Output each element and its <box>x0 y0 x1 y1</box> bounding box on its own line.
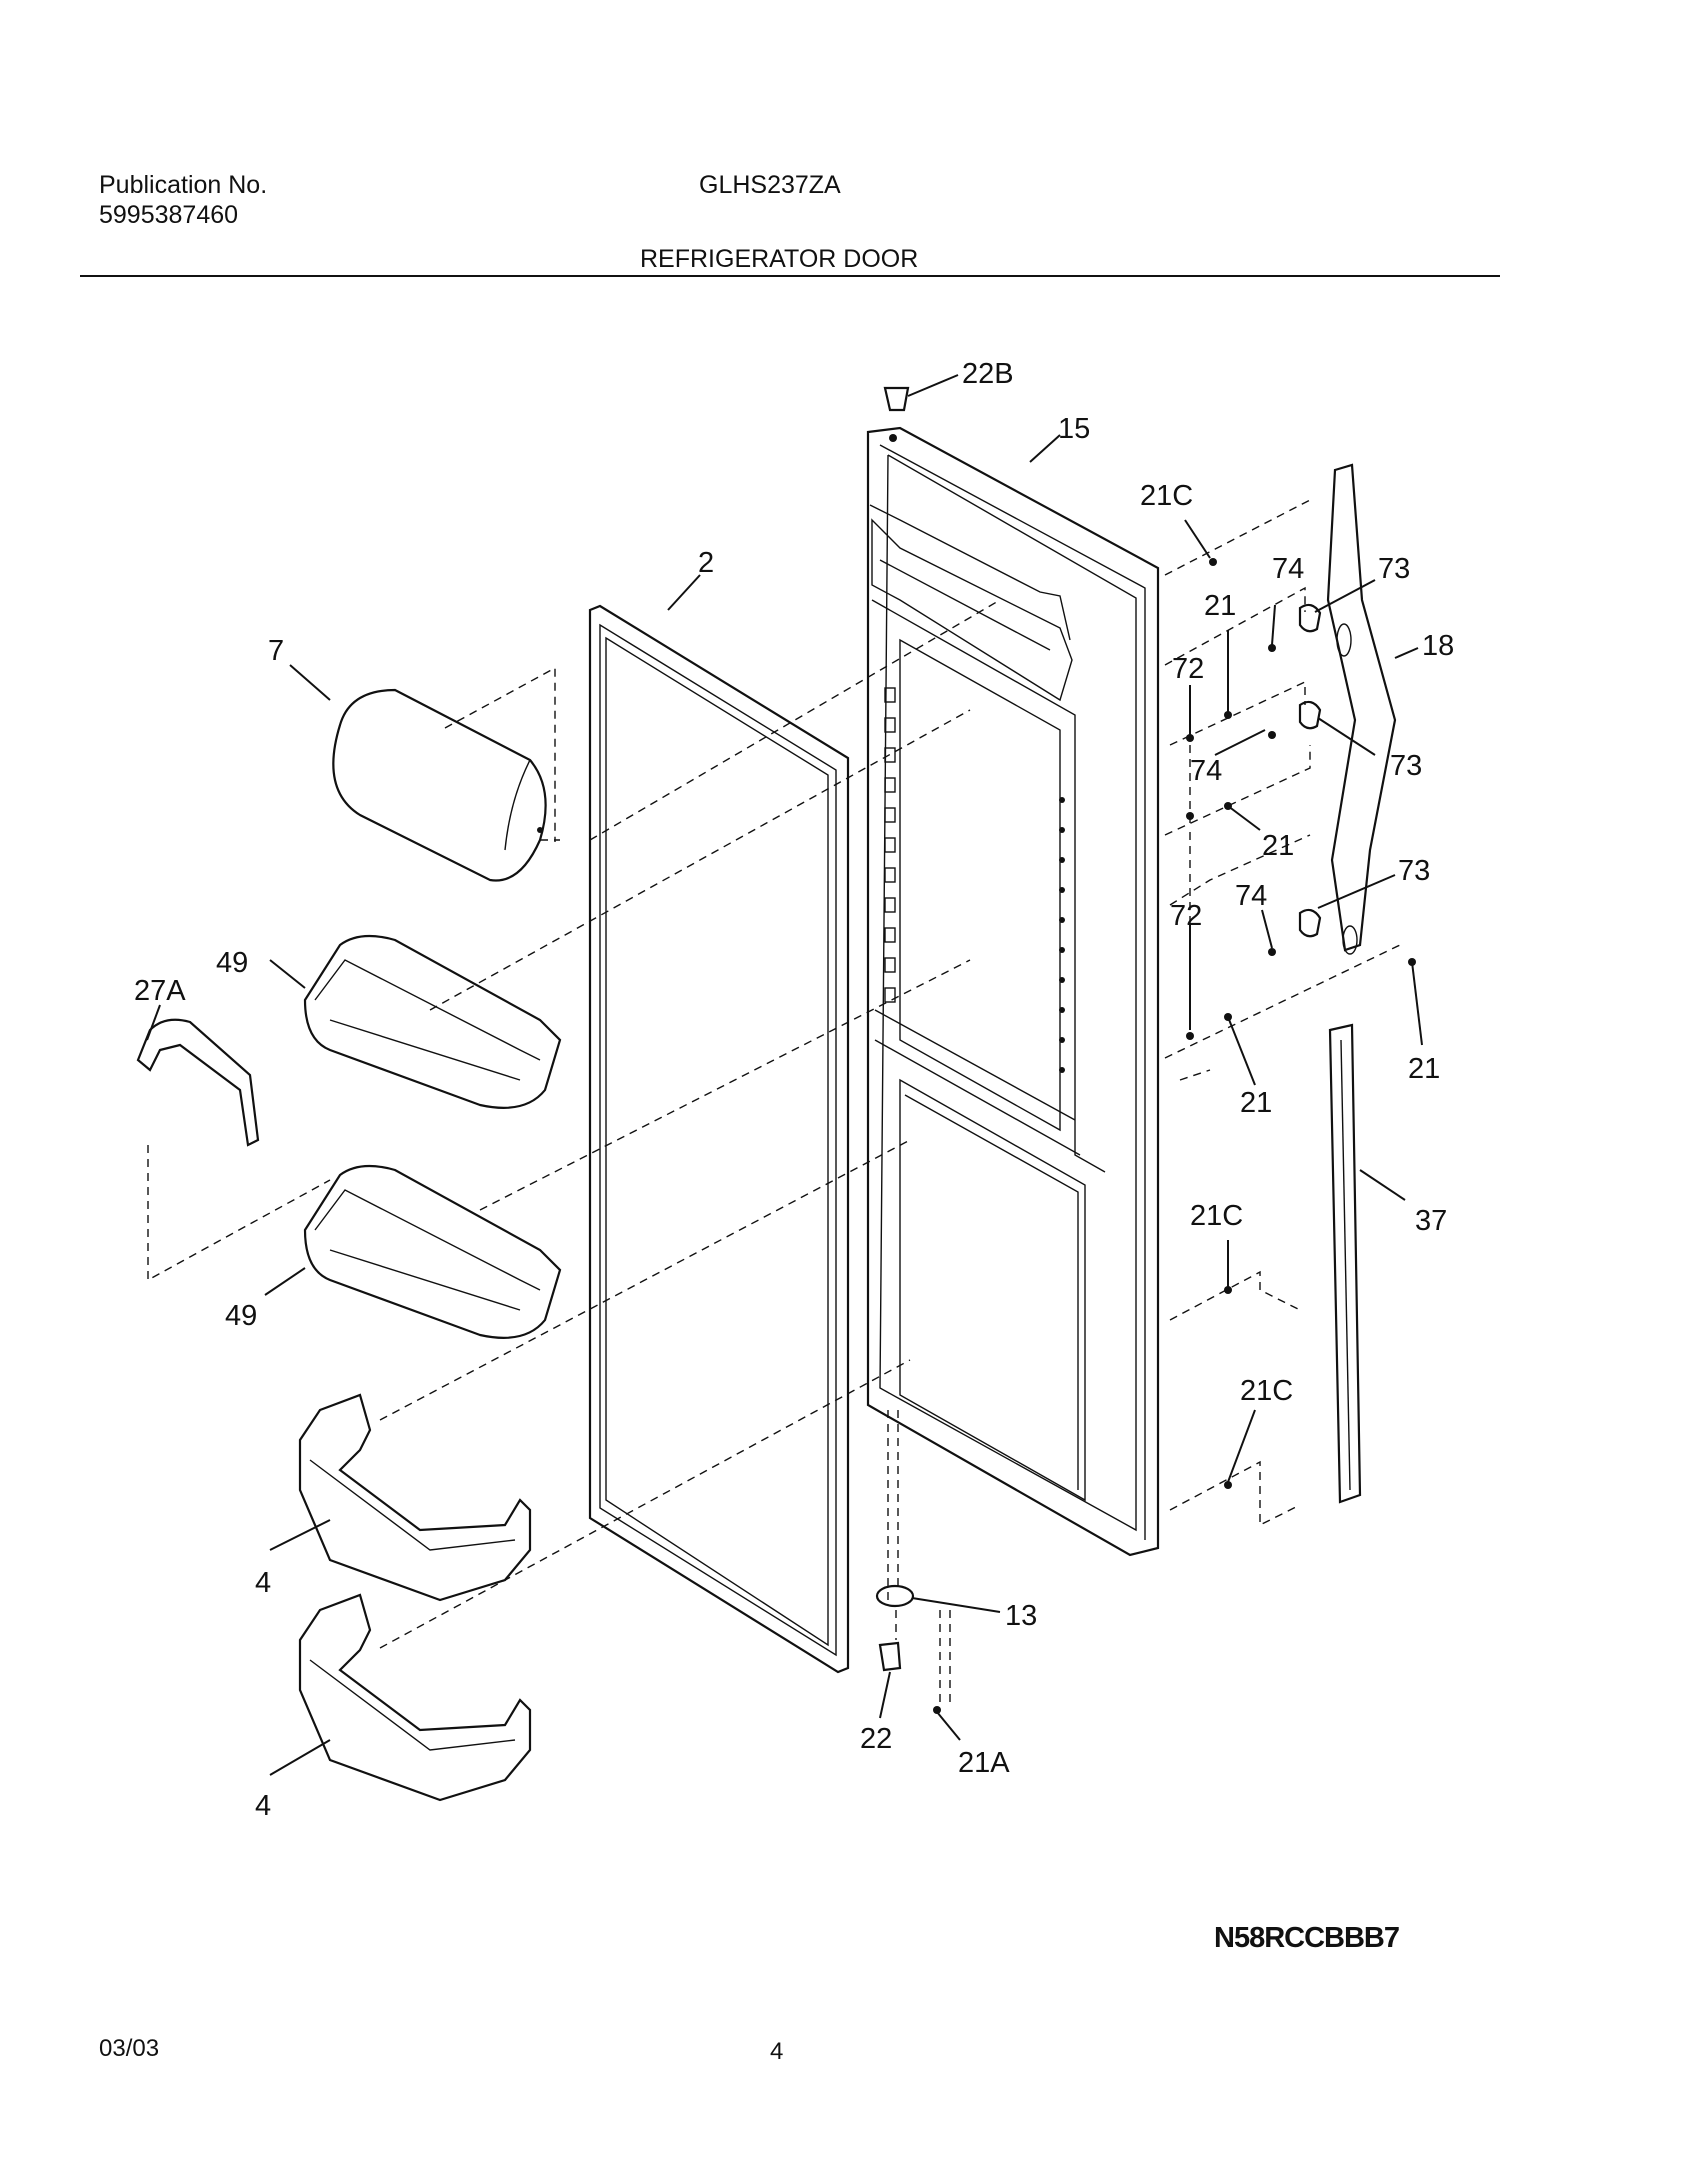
callout-7: 7 <box>268 635 284 667</box>
callout-27A: 27A <box>134 975 186 1007</box>
handle-bracket-part-27A <box>136 1018 260 1147</box>
callout-15: 15 <box>1058 413 1090 445</box>
door-bin-part-49-lower <box>303 1164 562 1339</box>
canister-part-7 <box>332 688 547 882</box>
handle-part-18 <box>1326 463 1397 955</box>
footer-page-number: 4 <box>770 2038 784 2065</box>
callout-4-lower: 4 <box>255 1790 271 1822</box>
callout-72-upper: 72 <box>1172 653 1204 685</box>
callout-74-top: 74 <box>1272 553 1304 585</box>
callout-4-upper: 4 <box>255 1567 271 1599</box>
door-shelf-part-4-lower <box>298 1593 532 1802</box>
callout-21C-middle: 21C <box>1190 1200 1243 1232</box>
section-title: REFRIGERATOR DOOR <box>640 245 919 273</box>
callout-18: 18 <box>1422 630 1454 662</box>
callout-21A: 21A <box>958 1747 1010 1779</box>
callout-13: 13 <box>1005 1600 1037 1632</box>
callout-21-middle: 21 <box>1262 830 1294 862</box>
callout-49-lower: 49 <box>225 1300 257 1332</box>
callout-21C-top: 21C <box>1140 480 1193 512</box>
door-gasket-part-2 <box>588 604 850 1674</box>
callout-21-lower: 21 <box>1240 1087 1272 1119</box>
publication-number: 5995387460 <box>99 201 239 229</box>
callout-73-middle: 73 <box>1390 750 1422 782</box>
callout-labels: 22B 15 21C 2 7 74 73 21 18 72 74 73 21 7… <box>134 358 1454 1822</box>
callout-74-lower: 74 <box>1235 880 1267 912</box>
callout-37: 37 <box>1415 1205 1447 1237</box>
publication-label: Publication No. <box>99 171 268 199</box>
callout-21-upper: 21 <box>1204 590 1236 622</box>
callout-21-right: 21 <box>1408 1053 1440 1085</box>
callout-73-lower: 73 <box>1398 855 1430 887</box>
callout-22: 22 <box>860 1723 892 1755</box>
door-bin-part-49-upper <box>303 934 562 1109</box>
callout-21C-bottom: 21C <box>1240 1375 1293 1407</box>
door-liner-part-15 <box>866 426 1160 1557</box>
callout-74-middle: 74 <box>1190 755 1222 787</box>
header-rule <box>80 275 1500 277</box>
diagram-code: N58RCCBBB7 <box>1214 1922 1400 1954</box>
model-number: GLHS237ZA <box>699 171 841 199</box>
footer-date: 03/03 <box>99 2035 160 2062</box>
callout-72-lower: 72 <box>1170 900 1202 932</box>
callout-2: 2 <box>698 547 714 579</box>
leader-lines <box>146 374 1423 1776</box>
assembly-lines <box>147 499 1401 1705</box>
callout-73-top: 73 <box>1378 553 1410 585</box>
door-shelf-part-4-upper <box>298 1393 532 1602</box>
callout-49-upper: 49 <box>216 947 248 979</box>
handle-trim-part-37 <box>1328 1023 1362 1504</box>
callout-22B: 22B <box>962 358 1014 390</box>
